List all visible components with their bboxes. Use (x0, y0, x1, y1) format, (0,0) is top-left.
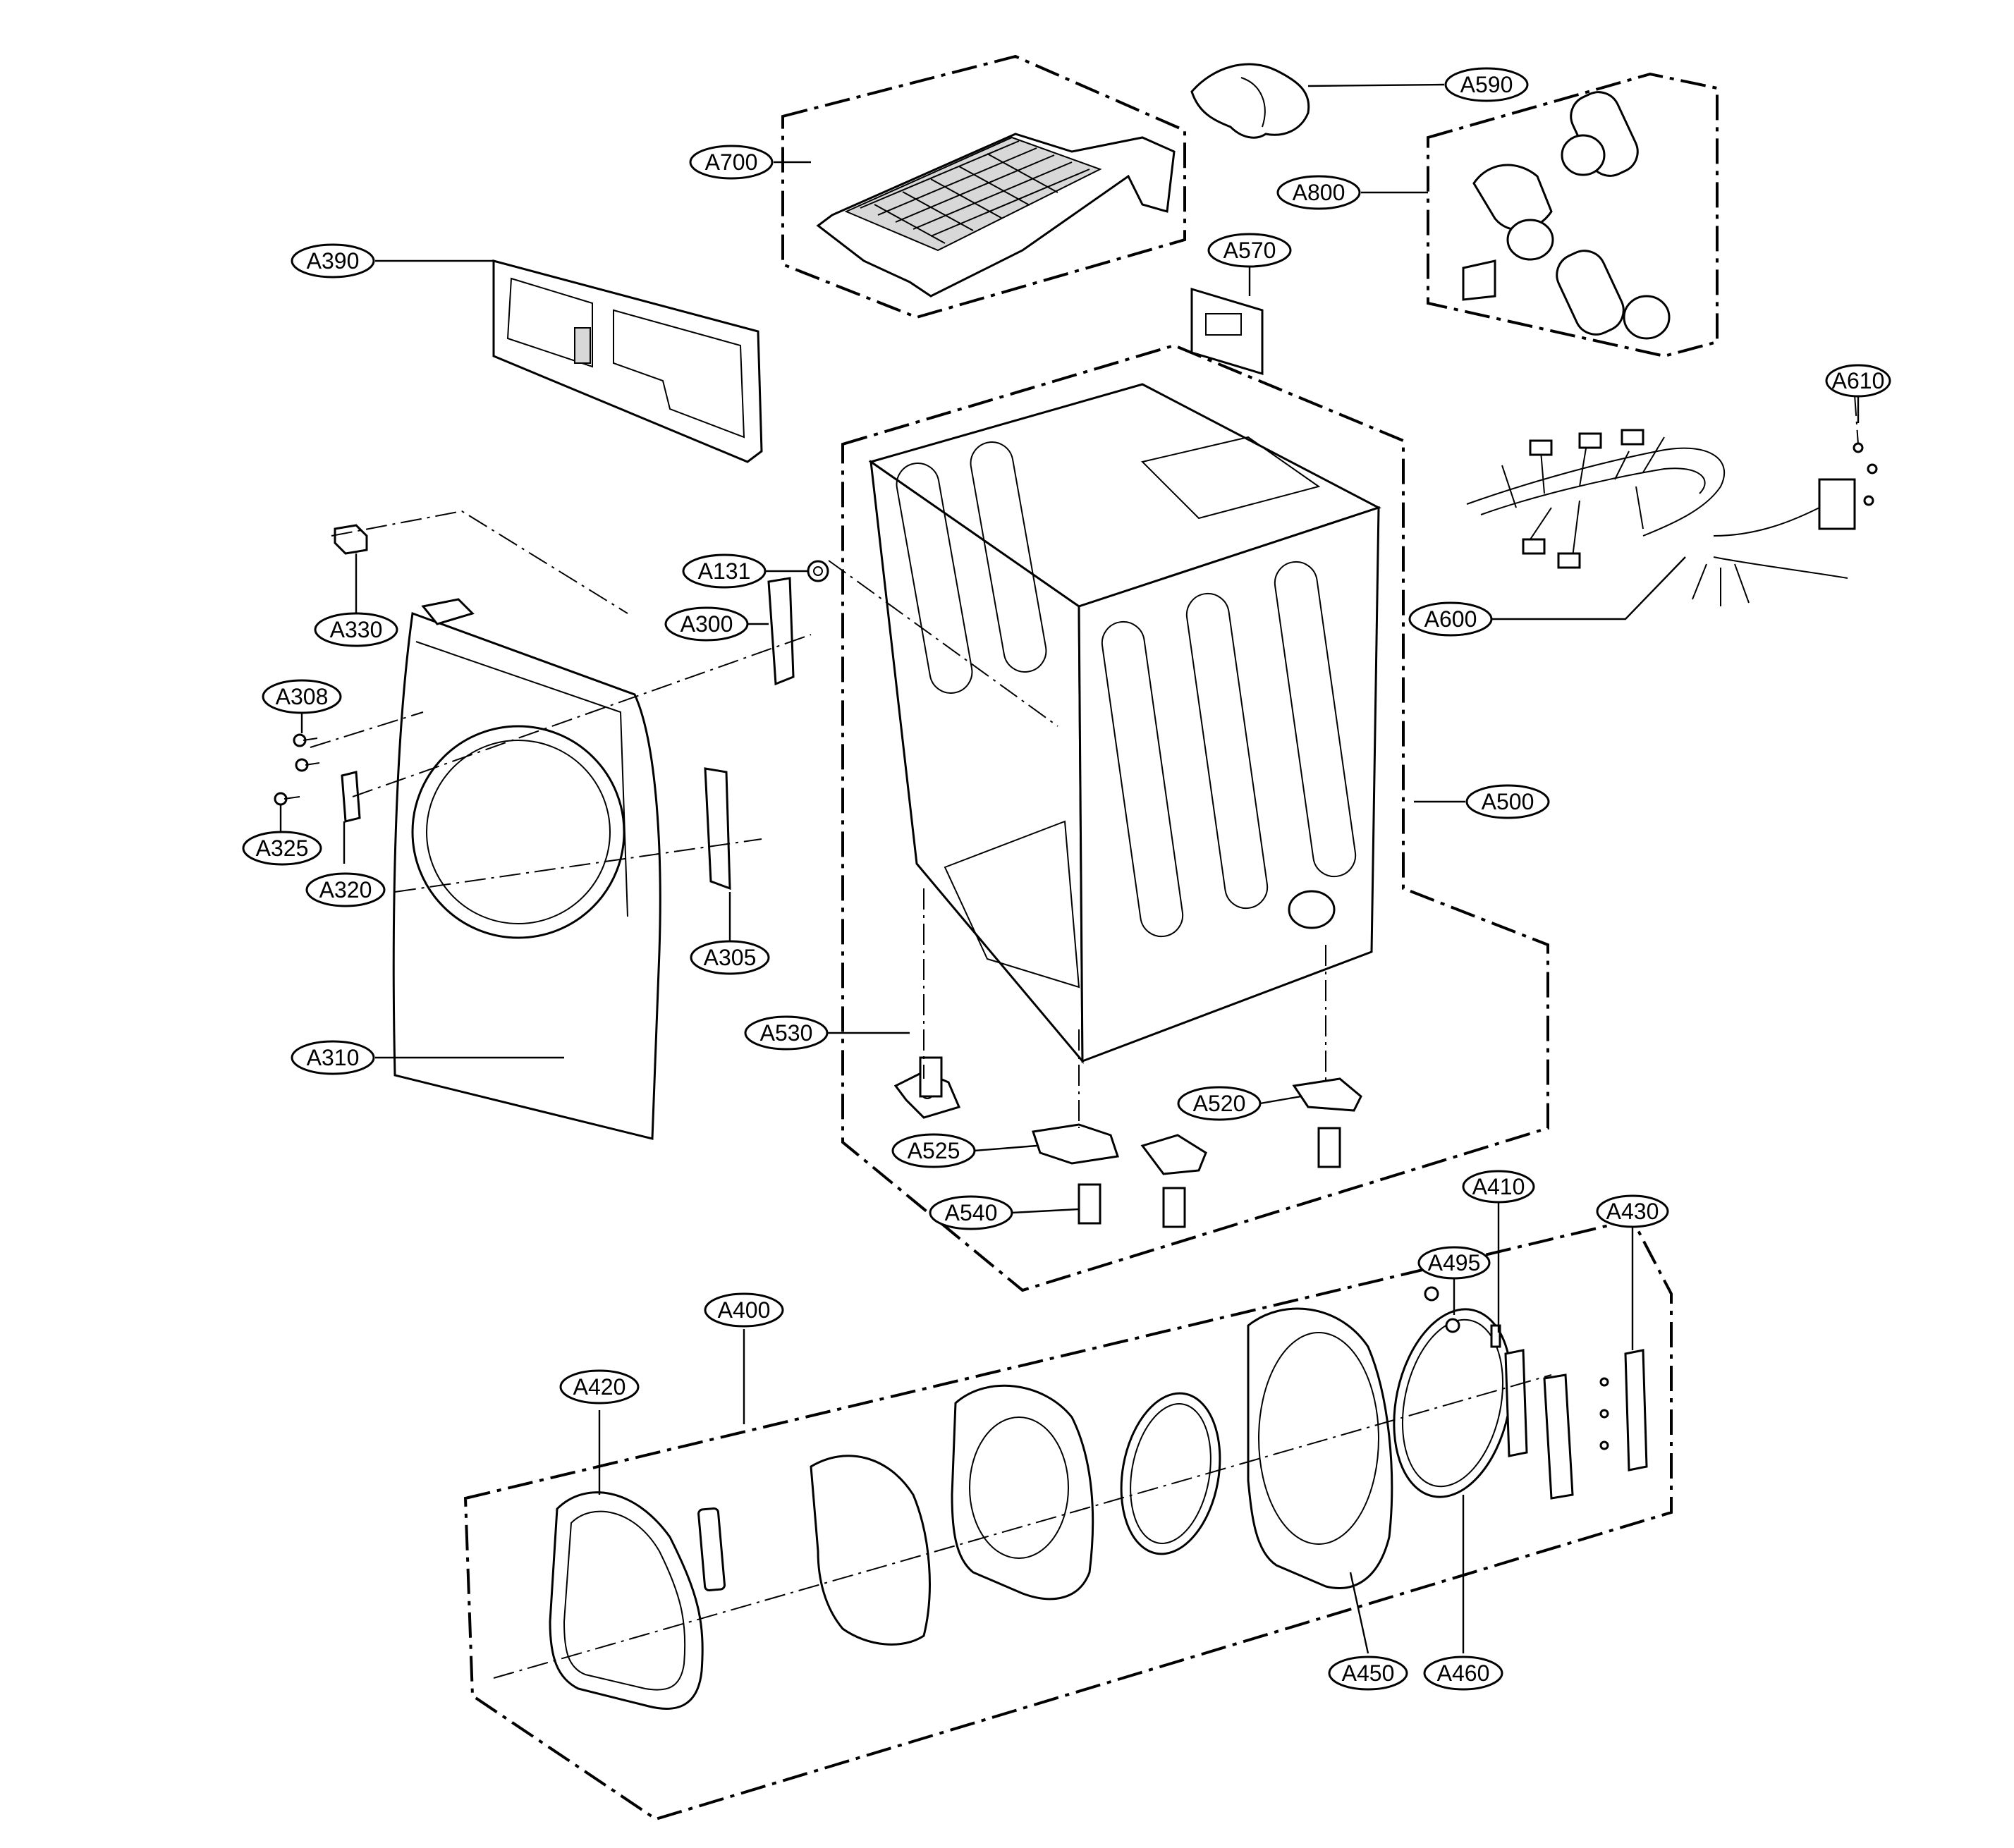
cabinet-axis-line (828, 560, 1058, 727)
a330-axis-line (331, 510, 628, 614)
callout-label: A450 (1342, 1660, 1395, 1686)
a800-group-outline (1427, 72, 1719, 358)
callout-label: A300 (681, 611, 733, 637)
callout-label: A390 (307, 248, 360, 274)
a305-bracket (704, 767, 731, 891)
callout-label: A530 (760, 1020, 813, 1046)
callout-label: A131 (698, 558, 751, 584)
a610-axis (1854, 394, 1859, 445)
a300-bracket (767, 577, 795, 686)
callout-leaders (279, 83, 1860, 1654)
callout-label: A410 (1472, 1174, 1525, 1199)
a600-wire-harness (1466, 429, 1856, 606)
a540-leveling-leg-3 (1078, 1183, 1101, 1225)
a330-clip (334, 524, 368, 555)
callout-label: A310 (307, 1045, 360, 1070)
callout-label: A540 (945, 1200, 998, 1225)
callout-label: A460 (1437, 1660, 1490, 1686)
callout-label: A590 (1460, 72, 1513, 97)
a495-screw (1424, 1286, 1460, 1333)
a570-bracket (1190, 287, 1264, 376)
a320-hinge (341, 771, 361, 823)
a540-leveling-leg-2 (1317, 1127, 1341, 1168)
callout-A500[interactable]: A500 (1465, 784, 1550, 819)
callout-label: A495 (1428, 1250, 1481, 1275)
door-glass (810, 1455, 931, 1646)
a131-grommet (807, 560, 829, 582)
door-axis-line (493, 1374, 1552, 1679)
door-gasket-ring (1120, 1392, 1221, 1555)
a450-door-inner-frame (1247, 1307, 1393, 1589)
a700-filter-tray (816, 133, 1176, 298)
door-outer-frame (951, 1384, 1094, 1601)
a420-door-frame (549, 1491, 704, 1710)
callout-A305[interactable]: A305 (690, 940, 770, 975)
callout-label: A800 (1293, 180, 1345, 205)
callout-A525[interactable]: A525 (891, 1133, 976, 1168)
callout-label: A600 (1424, 606, 1477, 632)
callout-A390[interactable]: A390 (291, 243, 375, 279)
callout-A590[interactable]: A590 (1444, 67, 1529, 102)
a410-latch-parts (1490, 1324, 1574, 1500)
callout-A610[interactable]: A610 (1825, 364, 1891, 398)
callout-label: A420 (573, 1374, 626, 1400)
callout-A450[interactable]: A450 (1328, 1656, 1408, 1691)
callout-label: A400 (718, 1297, 771, 1323)
callout-label: A305 (704, 945, 757, 970)
callout-label: A308 (276, 684, 329, 709)
callout-label: A610 (1832, 368, 1885, 393)
callout-label: A570 (1223, 238, 1276, 263)
callout-A330[interactable]: A330 (314, 612, 398, 647)
a308-screws (293, 733, 320, 772)
callout-A400[interactable]: A400 (704, 1292, 784, 1328)
a310-front-panel (392, 598, 661, 1140)
callout-A300[interactable]: A300 (664, 606, 749, 642)
callout-A800[interactable]: A800 (1276, 175, 1361, 210)
callout-A420[interactable]: A420 (559, 1369, 640, 1405)
a325-screw (274, 792, 300, 806)
callout-A460[interactable]: A460 (1423, 1656, 1503, 1691)
a500-group-outline (841, 343, 1549, 1292)
callout-label: A525 (908, 1138, 960, 1163)
callout-A495[interactable]: A495 (1417, 1246, 1491, 1280)
door-handle (697, 1507, 726, 1591)
callout-A308[interactable]: A308 (262, 679, 342, 714)
callout-label: A500 (1482, 789, 1534, 814)
callout-A600[interactable]: A600 (1408, 601, 1493, 637)
a390-rear-panel (492, 259, 763, 463)
a520-bracket (1292, 1077, 1362, 1112)
callout-A310[interactable]: A310 (291, 1040, 375, 1075)
callout-A570[interactable]: A570 (1207, 233, 1292, 268)
front-panel-axis-line-3 (310, 711, 424, 748)
front-panel-axis-line-2 (394, 838, 762, 893)
callout-label: A520 (1193, 1091, 1246, 1116)
callout-label: A430 (1606, 1199, 1659, 1224)
callout-A410[interactable]: A410 (1462, 1170, 1535, 1204)
callout-A700[interactable]: A700 (689, 145, 774, 180)
a610-screws (1853, 442, 1878, 506)
callout-A131[interactable]: A131 (682, 553, 767, 589)
a590-part (1190, 63, 1310, 139)
callout-label: A320 (319, 877, 372, 902)
callout-A325[interactable]: A325 (242, 831, 322, 866)
callout-A540[interactable]: A540 (929, 1195, 1013, 1230)
callout-label: A325 (256, 836, 309, 861)
callout-A520[interactable]: A520 (1177, 1086, 1262, 1121)
a700-group-outline (781, 54, 1186, 319)
callout-A320[interactable]: A320 (305, 872, 386, 907)
center-leg-bracket (1140, 1134, 1207, 1228)
callout-A430[interactable]: A430 (1596, 1194, 1669, 1228)
a500-cabinet (868, 383, 1381, 1065)
front-panel-axis-line-1 (352, 634, 812, 797)
a800-duct-kit (1462, 91, 1671, 340)
callout-label: A700 (705, 149, 758, 175)
a430-latch-cover (1599, 1349, 1648, 1471)
callout-A530[interactable]: A530 (744, 1015, 829, 1051)
a525-bracket (1032, 1123, 1119, 1165)
callout-label: A330 (330, 617, 383, 642)
